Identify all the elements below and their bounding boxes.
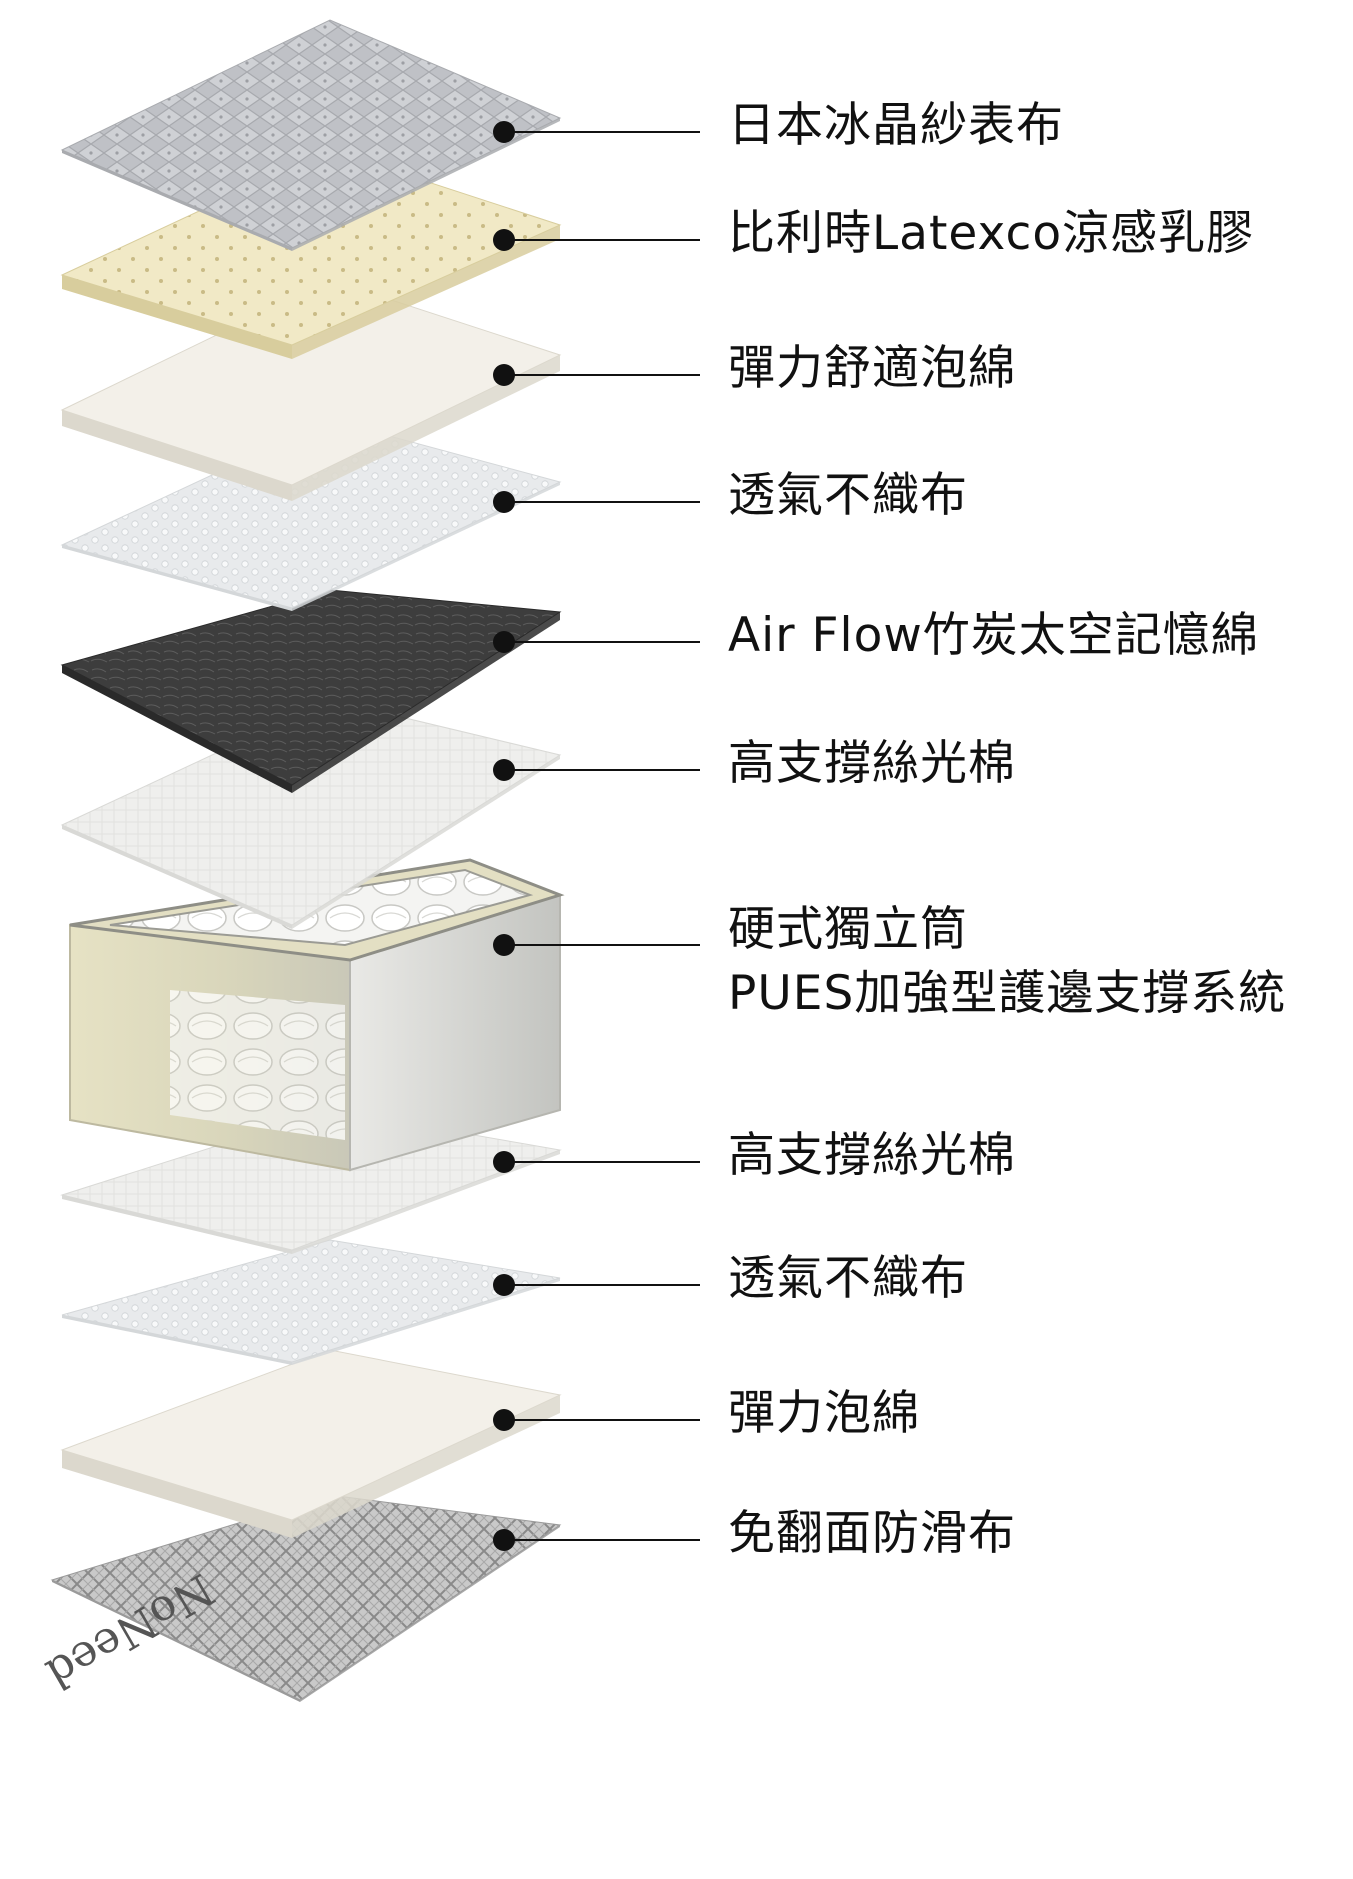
- bamboo-memory-foam-layer: [60, 589, 562, 793]
- nonwoven-top-side-edge: [292, 482, 560, 611]
- quilted-cover-side-edge: [292, 118, 560, 251]
- latex-label: 比利時Latexco涼感乳膠: [728, 206, 1255, 261]
- pocket-springs-label-line2: PUES加強型護邊支撐系統: [728, 966, 1287, 1021]
- comfort-foam-label: 彈力舒適泡綿: [728, 341, 1016, 396]
- elastic-foam-layer: [60, 1349, 562, 1538]
- nonwoven-top-front-edge: [62, 545, 292, 611]
- elastic-foam-front-edge: [62, 1450, 292, 1538]
- elastic-foam-label: 彈力泡綿: [728, 1386, 920, 1441]
- bamboo-memory-foam-top-face: [60, 589, 562, 786]
- silk-cotton-top-label: 高支撐絲光棉: [728, 736, 1016, 791]
- nonwoven-bottom-label: 透氣不織布: [728, 1251, 968, 1306]
- quilted-cover-top-face: [60, 19, 562, 249]
- silk-cotton-bottom-side-edge: [292, 1150, 560, 1254]
- quilted-cover-label: 日本冰晶紗表布: [728, 98, 1064, 153]
- quilted-cover-front-edge: [62, 150, 292, 251]
- nonwoven-bottom-top-face: [61, 1239, 561, 1363]
- silk-cotton-top-side-edge: [292, 755, 560, 929]
- elastic-foam-side-edge: [292, 1395, 560, 1538]
- bamboo-memory-foam-side-edge: [292, 612, 560, 793]
- anti-slip-base-top-face: [50, 1494, 562, 1701]
- bamboo-memory-foam-label: Air Flow竹炭太空記憶綿: [728, 608, 1259, 663]
- latex-side-edge: [292, 225, 560, 359]
- nonwoven-top-label: 透氣不織布: [728, 468, 968, 523]
- pocket-springs-label: 硬式獨立筒: [728, 902, 968, 957]
- elastic-foam-top-face: [60, 1349, 562, 1521]
- anti-slip-base-label: 免翻面防滑布: [728, 1506, 1016, 1561]
- latex-front-edge: [62, 275, 292, 359]
- nonwoven-bottom-front-edge: [62, 1315, 292, 1365]
- comfort-foam-side-edge: [292, 355, 560, 501]
- nonwoven-bottom-side-edge: [292, 1278, 560, 1365]
- comfort-foam-front-edge: [62, 410, 292, 501]
- silk-cotton-top-front-edge: [62, 825, 292, 929]
- silk-cotton-bottom-front-edge: [62, 1195, 292, 1254]
- latex-layer: [60, 149, 562, 359]
- silk-cotton-bottom-label: 高支撐絲光棉: [728, 1128, 1016, 1183]
- nonwoven-bottom-layer: [61, 1239, 561, 1365]
- silk-cotton-top-layer: [60, 699, 562, 929]
- spring-block-visible-coils: [170, 990, 345, 1140]
- quilted-cover-layer: [60, 19, 562, 251]
- bamboo-memory-foam-front-edge: [62, 665, 292, 793]
